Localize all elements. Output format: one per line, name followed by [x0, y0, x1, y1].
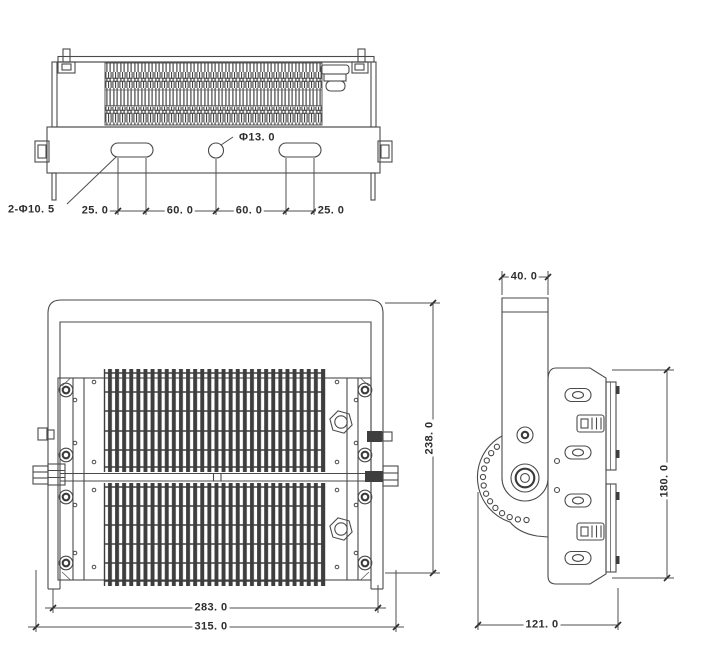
- fin-tab-row-upper: [105, 72, 322, 88]
- mounting-slot-right: [278, 142, 322, 158]
- set-screw: [516, 426, 534, 444]
- side-view: [476, 297, 620, 585]
- cable-gland: [320, 64, 350, 92]
- front-view: [32, 299, 399, 590]
- hanger-pin-left: [51, 172, 57, 201]
- side-view-dimensions: [474, 271, 674, 630]
- body-profile: [547, 367, 607, 585]
- pivot-plate: [476, 435, 549, 538]
- fin-tab-row-lower: [105, 106, 322, 123]
- hex-bolt-upper: [329, 410, 353, 434]
- pivot-bolt-side: [510, 463, 540, 493]
- dim-label-depth: 121. 0: [523, 618, 561, 632]
- front-face-upper: [605, 381, 620, 471]
- heatsink-fins: [104, 62, 323, 126]
- dim-label-top-right-offset: 25. 0: [315, 204, 347, 218]
- dim-label-top-left-offset: 25. 0: [79, 204, 111, 218]
- top-view-dimensions: [66, 136, 318, 215]
- front-view-dimensions: [28, 299, 440, 632]
- top-view: [34, 48, 393, 201]
- slot-callout-leader: [66, 156, 117, 205]
- bracket-clip-right: [351, 48, 369, 74]
- dim-label-arm-width: 40. 0: [508, 270, 540, 284]
- angle-adjustment-holes: [479, 443, 530, 524]
- dim-label-center-hole: Φ13. 0: [237, 131, 277, 145]
- hex-bolt-lower: [329, 517, 353, 541]
- side-clip-right: [377, 140, 393, 163]
- adjustment-bolt-left: [37, 427, 55, 441]
- bracket-arm: [501, 297, 549, 502]
- mounting-slot-left: [110, 142, 154, 158]
- side-clip-left: [34, 140, 50, 163]
- hanger-pin-right: [370, 172, 376, 201]
- middle-rail: [60, 472, 371, 482]
- corner-screws-left: [58, 382, 74, 571]
- grille-panel-upper: [103, 369, 326, 472]
- front-face-lower: [605, 483, 620, 573]
- pivot-bolt-left: [32, 463, 66, 486]
- dim-label-top-span-right: 60. 0: [233, 204, 265, 218]
- dim-label-body-width: 283. 0: [192, 601, 230, 615]
- bracket-top-bar: [57, 55, 375, 63]
- grille-panel-lower: [103, 483, 326, 586]
- dim-label-slot-callout: 2-Φ10. 5: [6, 203, 57, 217]
- center-hole: [207, 142, 225, 159]
- adjustment-bolt-right: [367, 431, 393, 442]
- center-hole-leader: [220, 136, 234, 146]
- dim-label-side-height: 180. 0: [658, 462, 672, 500]
- dim-label-overall-height: 238. 0: [423, 419, 437, 457]
- dim-label-overall-width: 315. 0: [192, 620, 230, 634]
- pivot-bolt-right: [365, 465, 399, 487]
- latch-clips: [576, 414, 605, 541]
- dim-label-top-span-left: 60. 0: [164, 204, 196, 218]
- mounting-plate: [46, 126, 381, 174]
- bracket-clip-left: [57, 48, 76, 74]
